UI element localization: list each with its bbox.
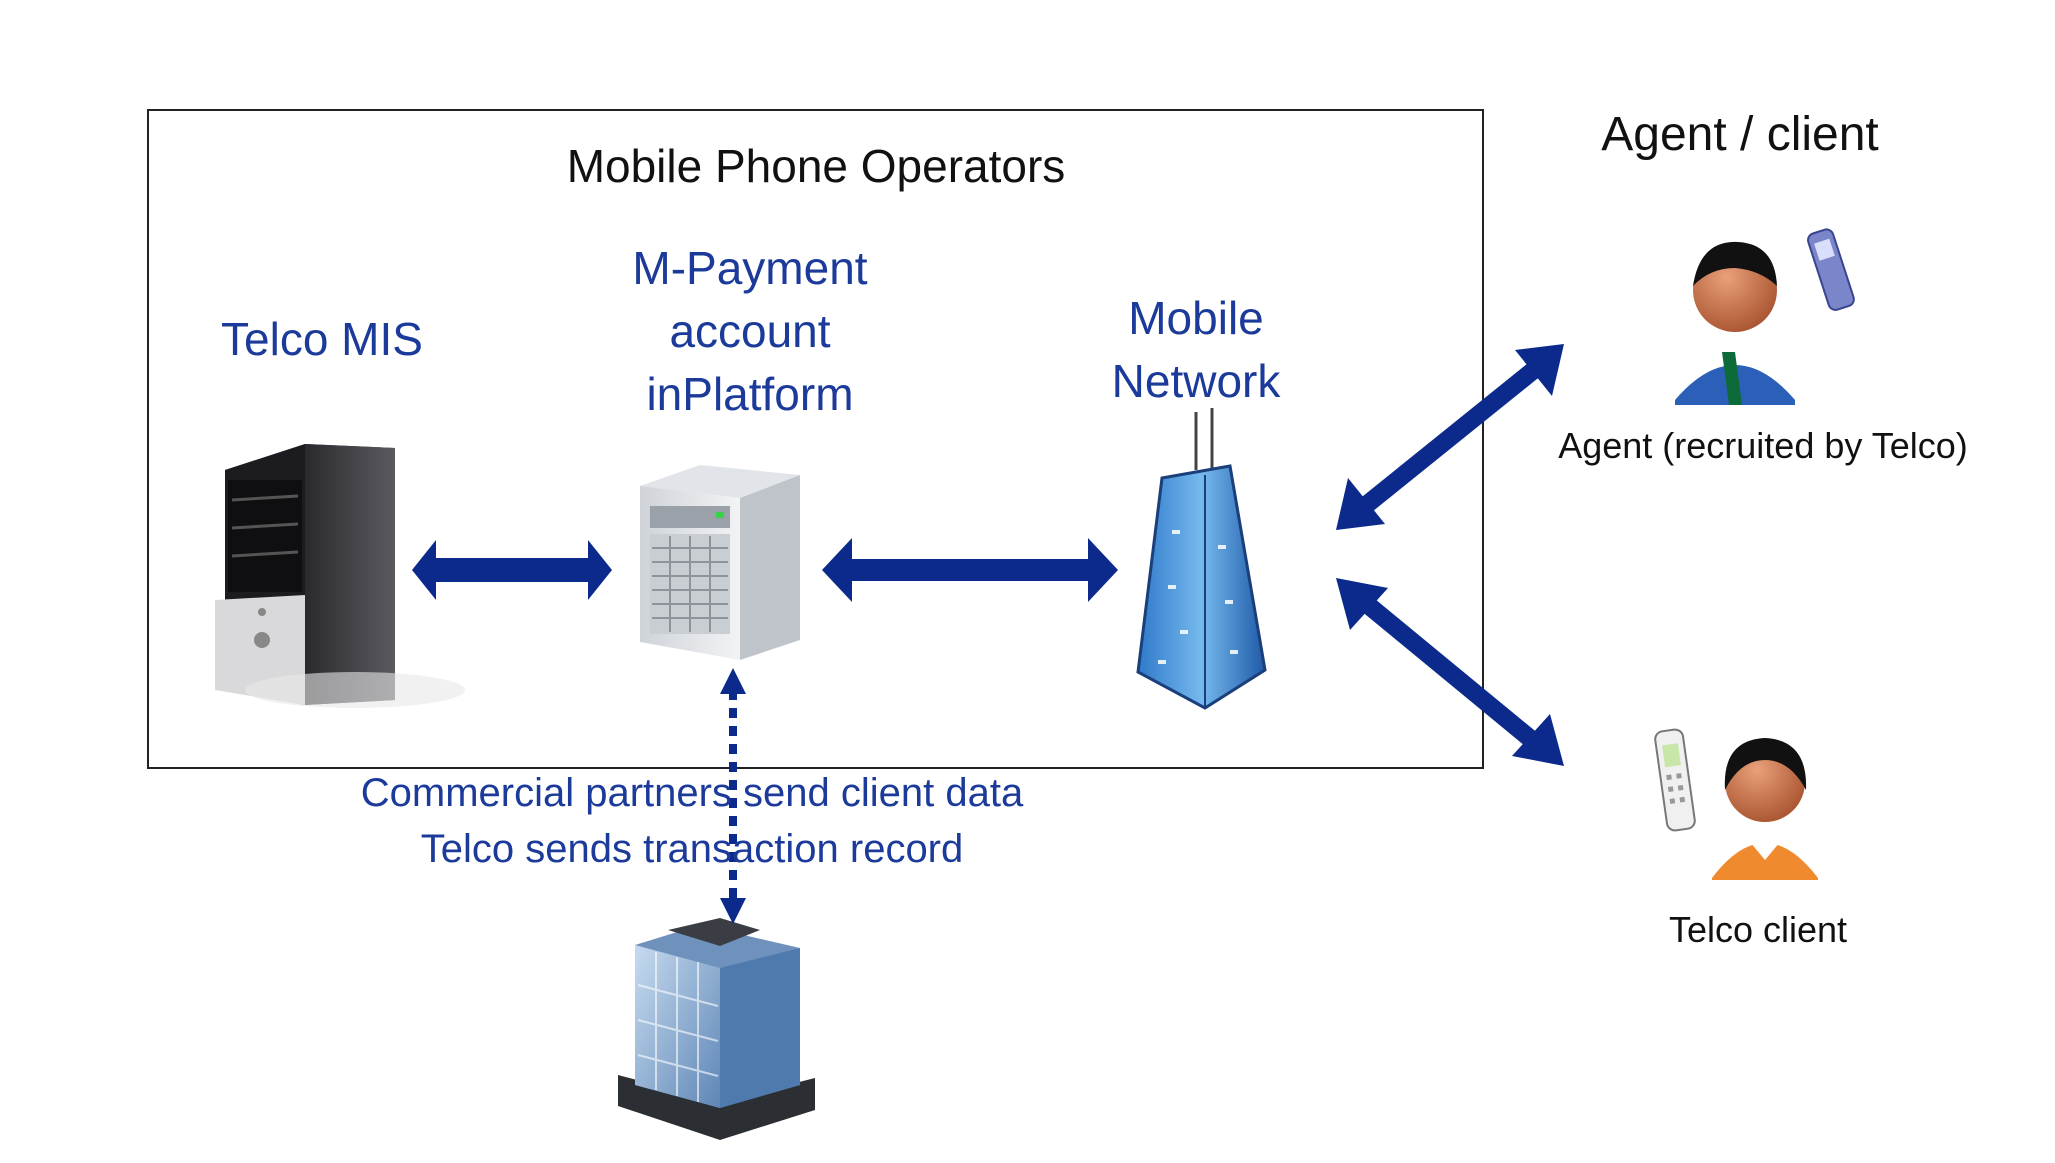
data-exchange-line-2: Telco sends transaction record xyxy=(421,827,964,871)
desktop-tower-icon xyxy=(215,444,465,708)
network-tower-icon xyxy=(1136,408,1267,710)
telco-mis-label: Telco MIS xyxy=(221,313,423,365)
data-exchange-arrow xyxy=(720,668,746,924)
server-icon xyxy=(640,465,800,660)
arrow-mpayment-to-network xyxy=(822,538,1118,602)
arrow-network-to-agent xyxy=(1336,344,1564,530)
arrow-mis-to-mpayment xyxy=(412,540,612,600)
agent-label: Agent (recruited by Telco) xyxy=(1558,425,1968,466)
client-label: Telco client xyxy=(1669,909,1847,950)
mpayment-label-line-2: account xyxy=(669,305,830,357)
mobile-network-label-line-1: Mobile xyxy=(1128,292,1264,344)
client-person-icon xyxy=(1654,728,1818,880)
operators-box-title: Mobile Phone Operators xyxy=(567,140,1066,192)
data-exchange-line-1: Commercial partners send client data xyxy=(361,771,1024,815)
agent-person-icon xyxy=(1675,228,1855,405)
mpayment-label-line-1: M-Payment xyxy=(632,242,867,294)
arrow-network-to-client xyxy=(1336,578,1564,766)
agent-client-heading: Agent / client xyxy=(1601,108,1879,161)
mobile-network-label-line-2: Network xyxy=(1112,355,1282,407)
mpayment-label-line-3: inPlatform xyxy=(646,368,853,420)
office-building-icon xyxy=(618,918,815,1140)
operators-box xyxy=(147,109,1484,769)
